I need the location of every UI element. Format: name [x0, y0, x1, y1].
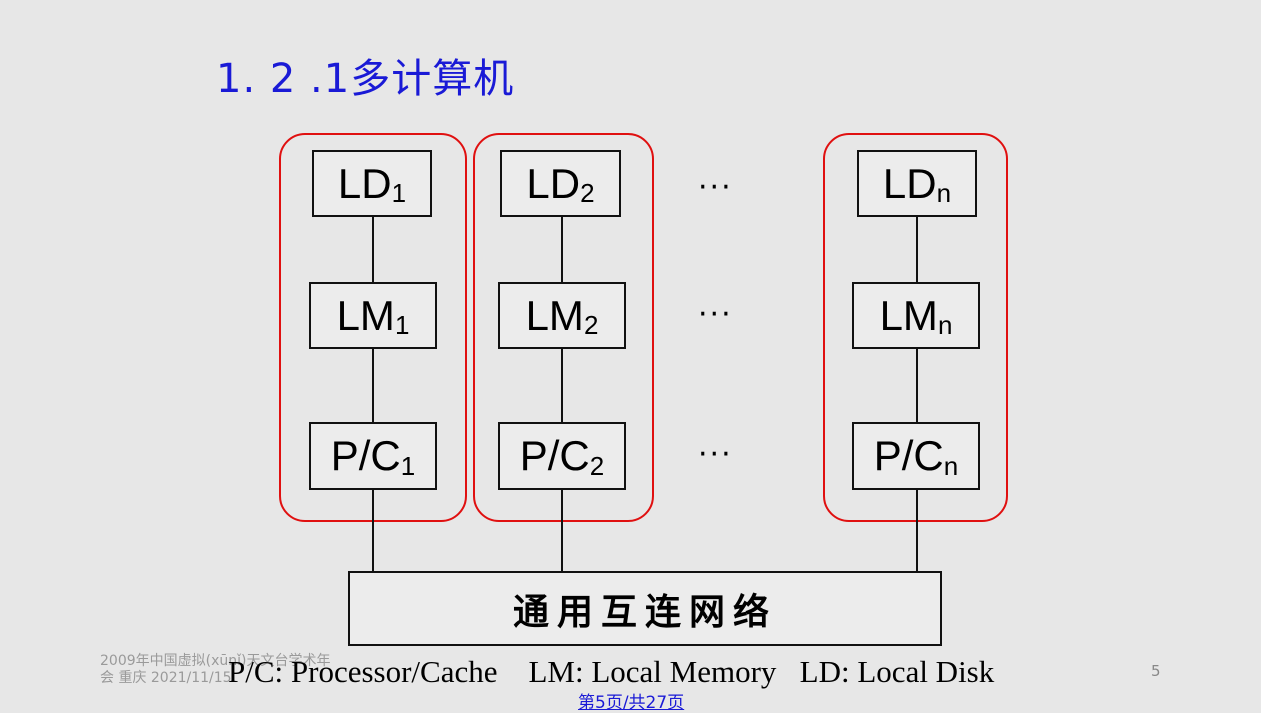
connector-ld2-lm2 [561, 216, 563, 282]
pcn-subscript: n [943, 450, 959, 481]
node-group-2 [473, 133, 654, 522]
pc1-label: P/C [330, 432, 401, 479]
interconnect-network: 通用互连网络 [348, 571, 942, 646]
pc2-subscript: 2 [589, 450, 605, 481]
pcn-label: P/C [873, 432, 944, 479]
ld1-label: LD [337, 159, 392, 207]
conference-line-1: 2009年中国虚拟(xūnǐ)天文台学术年 [100, 653, 331, 669]
lm2-subscript: 2 [583, 310, 599, 340]
conference-line-2: 会 重庆 2021/11/15 [100, 670, 232, 686]
lm1-label: LM [336, 291, 395, 339]
connector-pcn-network [916, 489, 918, 572]
ldn-label: LD [882, 159, 937, 207]
interconnect-network-label: 通用互连网络 [512, 590, 777, 633]
ellipsis-ld-row: ··· [698, 170, 733, 205]
page-counter-link[interactable]: 第5页/共27页 [578, 693, 685, 713]
slide-number: 5 [1151, 662, 1161, 680]
ld2-label: LD [526, 159, 581, 207]
lmn-subscript: n [937, 310, 953, 340]
connector-lm2-pc2 [561, 348, 563, 422]
ellipsis-lm-row: ··· [698, 297, 733, 332]
pc2-label: P/C [519, 432, 590, 479]
ld2-subscript: 2 [580, 178, 595, 208]
lmn-label: LM [879, 291, 938, 339]
connector-ldn-lmn [916, 216, 918, 282]
lm1-subscript: 1 [394, 310, 410, 340]
ellipsis-pc-row: ··· [698, 437, 733, 472]
connector-pc1-network [372, 489, 374, 572]
pc1-subscript: 1 [400, 450, 416, 481]
abbreviation-legend: P/C: Processor/Cache LM: Local Memory LD… [228, 654, 995, 689]
ldn-subscript: n [936, 178, 952, 208]
connector-ld1-lm1 [372, 216, 374, 282]
slide-title: 1. 2 .1多计算机 [216, 56, 515, 102]
connector-lmn-pcn [916, 348, 918, 422]
conference-footer: 2009年中国虚拟(xūnǐ)天文台学术年 会 重庆 2021/11/15 [100, 653, 370, 687]
lm2-label: LM [525, 291, 584, 339]
ld1-subscript: 1 [391, 178, 407, 208]
connector-lm1-pc1 [372, 348, 374, 422]
connector-pc2-network [561, 489, 563, 572]
node-group-n [823, 133, 1008, 522]
